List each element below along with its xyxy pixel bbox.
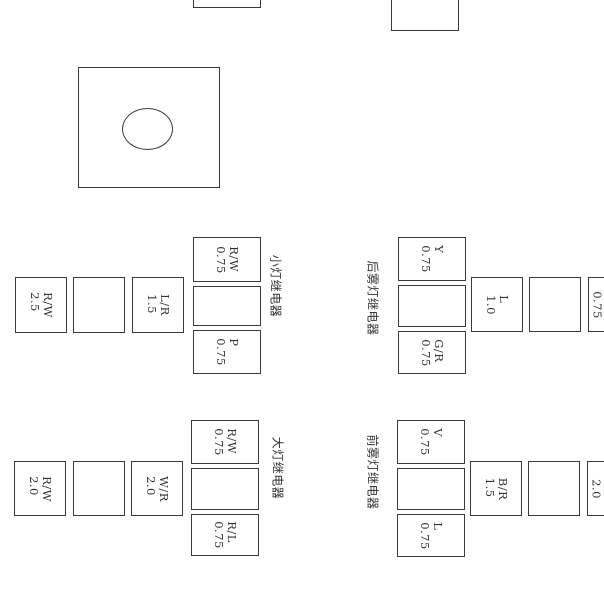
rear-fog-relay-pin-right: L 1.0	[471, 277, 523, 332]
rear-fog-relay-pin-center	[398, 285, 466, 327]
rear-fog-relay-pin-empty	[529, 277, 581, 332]
partial-top-connector	[391, 0, 459, 31]
rear-fog-relay-pin-bottom: G/R 0.75	[398, 331, 466, 374]
small-lamp-relay-title: 小灯继电器	[268, 254, 283, 318]
front-fog-relay-pin-bottom: L 0.75	[397, 514, 465, 557]
front-fog-relay-pin-right: B/R 1.5	[470, 461, 522, 516]
headlamp-relay-pin-top: R/W 0.75	[191, 420, 259, 464]
small-lamp-relay-pin-empty	[73, 277, 125, 333]
small-lamp-relay-pin-bottom: P 0.75	[193, 330, 261, 374]
headlamp-relay-pin-center	[191, 468, 259, 510]
headlamp-relay-pin-bottom: R/L 0.75	[191, 514, 259, 556]
front-fog-relay-pin-top: V 0.75	[397, 420, 465, 464]
small-lamp-relay-pin-left: L/R 1.5	[132, 277, 184, 333]
headlamp-relay-pin-far: R/W 2.0	[14, 461, 66, 516]
front-fog-relay-pin-empty	[528, 461, 580, 516]
headlamp-relay-pin-empty	[73, 461, 125, 516]
front-fog-relay-pin-far: 2.0	[587, 461, 604, 516]
small-lamp-relay-pin-far: R/W 2.5	[15, 277, 67, 333]
rear-fog-relay-pin-far: 0.75	[588, 277, 604, 332]
front-fog-relay-pin-center	[397, 468, 465, 510]
small-lamp-relay-pin-top: R/W 0.75	[193, 237, 261, 282]
partial-top-terminal: 5	[193, 0, 261, 8]
switch-socket-hole	[122, 108, 173, 150]
headlamp-relay-pin-left: W/R 2.0	[131, 461, 183, 516]
headlamp-relay-title: 大灯继电器	[270, 436, 285, 500]
front-fog-relay-title: 前雾灯继电器	[365, 434, 380, 510]
rear-fog-relay-title: 后雾灯继电器	[365, 260, 380, 336]
small-lamp-relay-pin-center	[193, 286, 261, 326]
rear-fog-relay-pin-top: Y 0.75	[398, 237, 466, 281]
